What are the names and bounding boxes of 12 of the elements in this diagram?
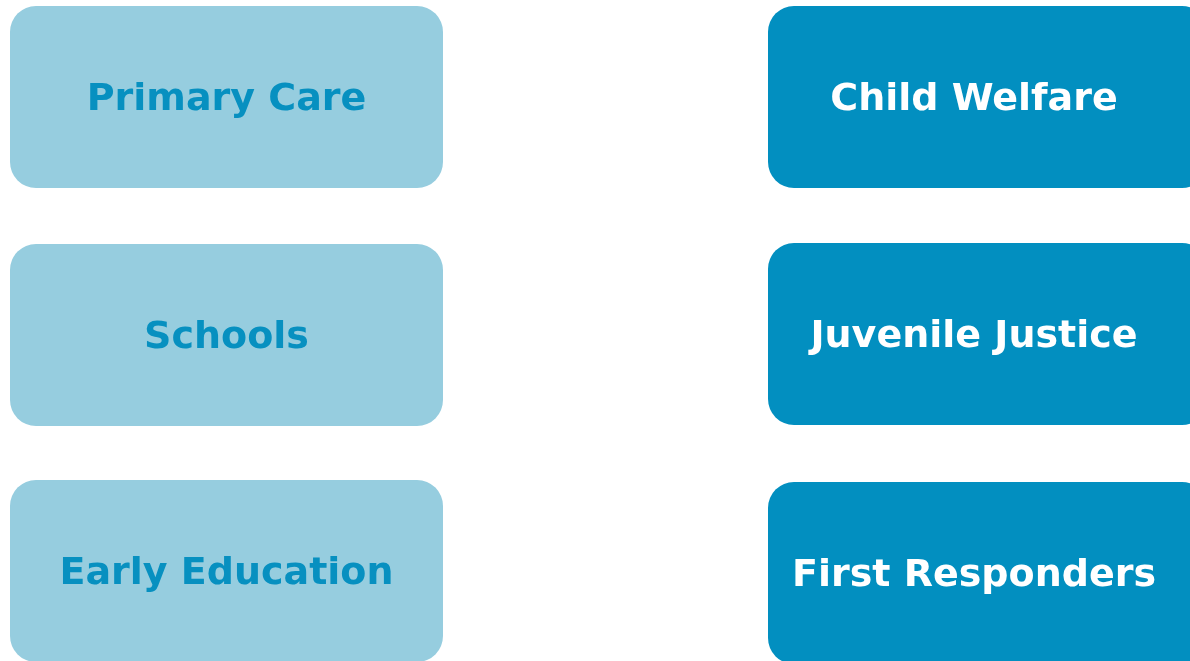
rounded-box: [10, 244, 443, 426]
box-label: First Responders: [791, 551, 1157, 595]
box-label: Child Welfare: [830, 75, 1118, 119]
rounded-box: [10, 6, 443, 188]
box-label: Juvenile Justice: [810, 312, 1138, 356]
rounded-box: [10, 480, 443, 661]
box-label: Early Education: [59, 549, 394, 593]
box-label: Schools: [144, 313, 309, 357]
rounded-box: [768, 243, 1190, 425]
rounded-box: [768, 482, 1190, 661]
box-label: Primary Care: [86, 75, 367, 119]
rounded-box: [768, 6, 1190, 188]
